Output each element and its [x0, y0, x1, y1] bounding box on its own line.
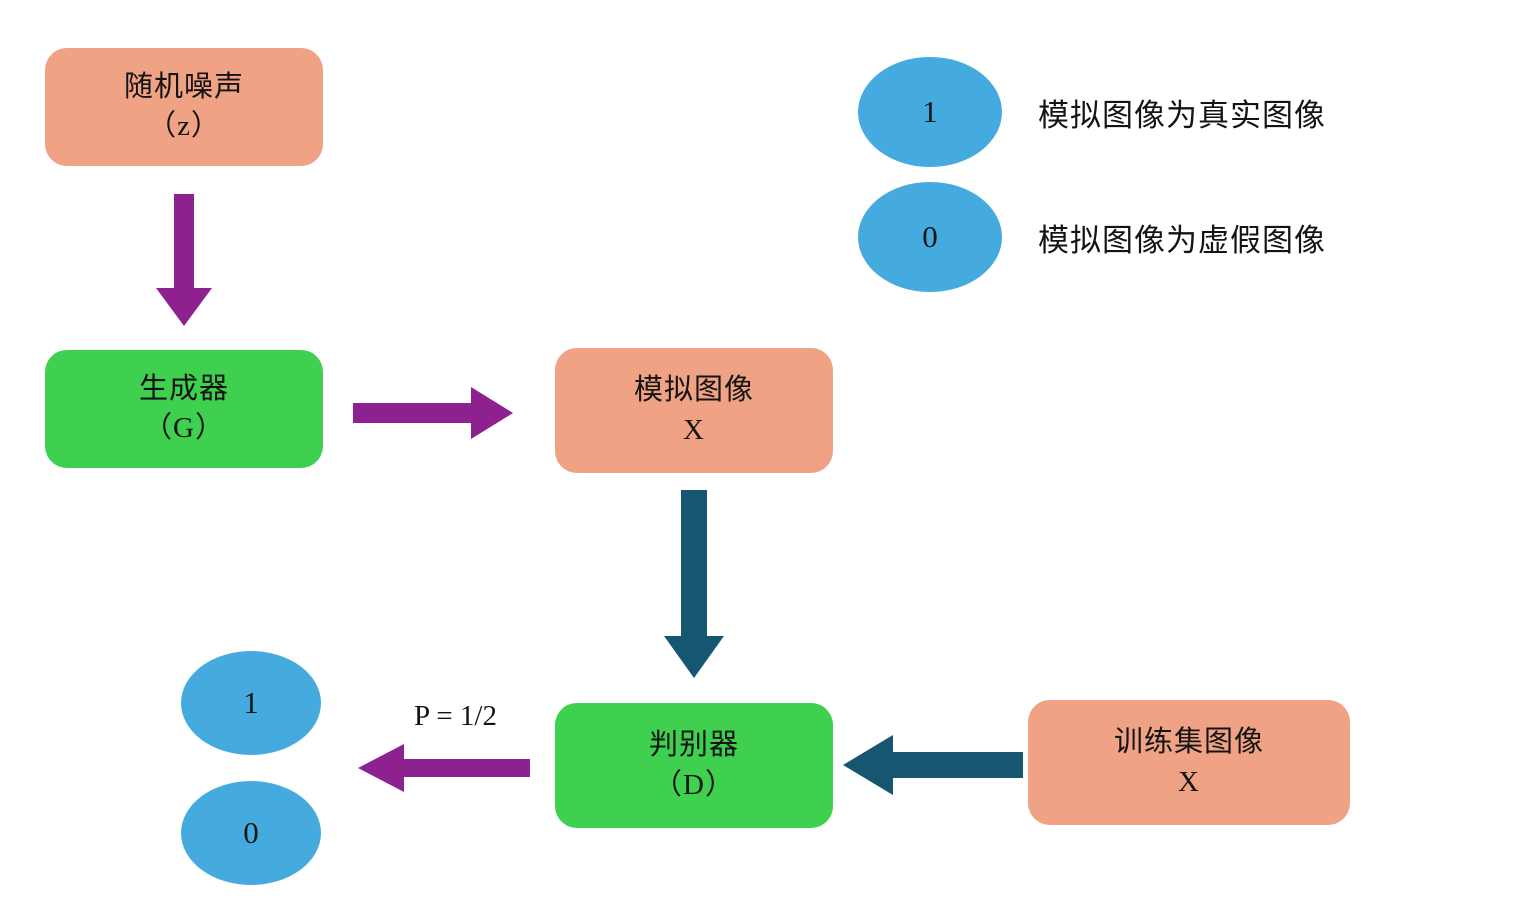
node-discriminator-symbol: （D） [653, 768, 735, 801]
legend-item-real: 1 模拟图像为真实图像 [858, 57, 1326, 167]
probability-label: P = 1/2 [414, 700, 497, 732]
node-discriminator: 判别器 （D） [555, 703, 833, 828]
node-random-noise-title: 随机噪声 [123, 70, 244, 103]
legend-ellipse-one: 1 [858, 57, 1002, 167]
output-ellipse-zero: 0 [181, 781, 321, 885]
node-discriminator-title: 判别器 [648, 729, 739, 762]
legend-real-label: 模拟图像为真实图像 [1038, 97, 1326, 133]
arrow-noise-to-generator-icon [156, 194, 212, 326]
legend-fake-label: 模拟图像为虚假图像 [1038, 222, 1326, 258]
legend-zero-value: 0 [922, 219, 938, 254]
node-training-image-symbol: X [1178, 765, 1200, 798]
node-simulated-image-symbol: X [683, 413, 705, 446]
arrow-training-to-discriminator-icon [843, 735, 1023, 795]
node-simulated-image: 模拟图像 X [555, 348, 833, 473]
node-random-noise: 随机噪声 （z） [45, 48, 323, 166]
output-one-value: 1 [243, 685, 259, 720]
node-generator-symbol: （G） [143, 412, 225, 444]
arrow-simulated-to-discriminator-icon [664, 490, 724, 678]
legend-ellipse-zero: 0 [858, 182, 1002, 292]
legend-one-value: 1 [922, 94, 938, 129]
node-generator: 生成器 （G） [45, 350, 323, 468]
node-random-noise-symbol: （z） [147, 110, 221, 142]
output-ellipse-one: 1 [181, 651, 321, 755]
node-simulated-image-title: 模拟图像 [633, 374, 754, 407]
output-zero-value: 0 [243, 815, 259, 850]
node-generator-title: 生成器 [138, 372, 229, 405]
node-training-image: 训练集图像 X [1028, 700, 1350, 825]
node-training-image-title: 训练集图像 [1113, 726, 1264, 759]
arrow-discriminator-to-outputs-icon [358, 744, 530, 792]
arrow-generator-to-simulated-icon [353, 387, 513, 439]
legend-item-fake: 0 模拟图像为虚假图像 [858, 182, 1326, 292]
